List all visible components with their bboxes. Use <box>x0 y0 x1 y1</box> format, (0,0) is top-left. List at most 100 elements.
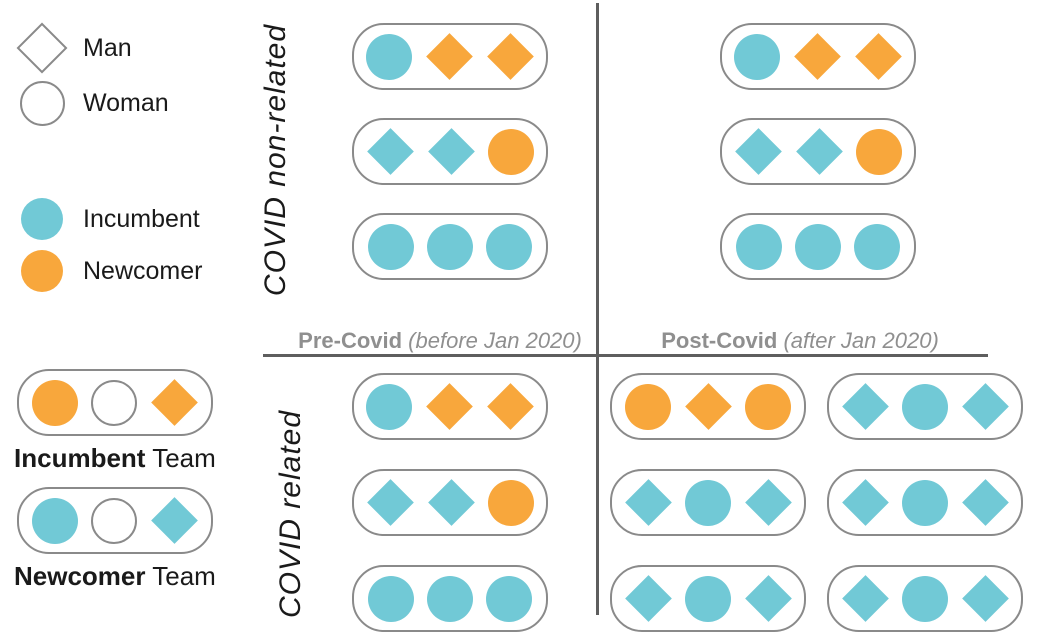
member-diamond-incumbent <box>150 497 198 545</box>
team-pill <box>610 373 806 440</box>
newcomer-icon-cell <box>14 250 70 292</box>
pre-covid-sublabel: (before Jan 2020) <box>402 328 582 353</box>
diamond-glyph <box>150 497 198 544</box>
diamond-glyph <box>795 128 843 175</box>
diamond-glyph <box>841 479 889 526</box>
member-diamond-newcomer <box>486 383 534 431</box>
post-covid-sublabel: (after Jan 2020) <box>777 328 939 353</box>
diamond-glyph <box>961 575 1009 622</box>
team-pill <box>352 23 548 90</box>
newcomer-team-caption-rest: Team <box>145 561 216 591</box>
member-circle-newcomer <box>745 383 791 430</box>
member-circle-newcomer <box>488 128 534 175</box>
diamond-glyph <box>854 33 902 80</box>
member-diamond-incumbent <box>841 383 889 431</box>
diamond-glyph <box>744 575 792 622</box>
newcomer-team-caption: Newcomer Team <box>14 561 216 592</box>
diamond-glyph <box>841 383 889 430</box>
pre-covid-label: Pre-Covid <box>298 328 403 353</box>
member-diamond-incumbent <box>366 479 414 527</box>
member-circle-newcomer <box>856 128 902 175</box>
member-circle-newcomer <box>625 383 671 430</box>
col-label-post-covid: Post-Covid (after Jan 2020) <box>661 329 939 353</box>
diamond-glyph <box>150 379 198 426</box>
member-circle-incumbent <box>902 575 948 622</box>
woman-circle-icon <box>19 81 65 126</box>
member-circle-incumbent <box>854 223 900 270</box>
member-circle-newcomer <box>32 379 78 426</box>
member-circle-incumbent <box>368 223 414 270</box>
diamond-glyph <box>624 479 672 526</box>
team-pill <box>720 23 916 90</box>
diamond-glyph <box>427 479 475 526</box>
quadrant-covid-related-post <box>610 373 1023 632</box>
woman-icon-cell <box>14 81 70 126</box>
member-circle-incumbent <box>734 33 780 80</box>
team-pill <box>352 213 548 280</box>
member-diamond-newcomer <box>854 33 902 81</box>
legend-item-incumbent: Incumbent <box>14 198 202 240</box>
post-covid-label: Post-Covid <box>661 328 778 353</box>
legend-item-man: Man <box>14 22 169 74</box>
member-diamond-incumbent <box>841 575 889 623</box>
member-circle-incumbent <box>902 479 948 526</box>
member-circle-woman <box>91 379 137 426</box>
member-circle-incumbent <box>685 575 731 622</box>
incumbent-icon-cell <box>14 198 70 240</box>
diamond-glyph <box>961 383 1009 430</box>
member-circle-incumbent <box>366 383 412 430</box>
member-diamond-incumbent <box>734 128 782 176</box>
member-circle-incumbent <box>736 223 782 270</box>
member-diamond-incumbent <box>744 479 792 527</box>
man-diamond-icon <box>16 22 68 74</box>
member-circle-incumbent <box>902 383 948 430</box>
member-diamond-newcomer <box>150 379 198 427</box>
diamond-glyph <box>486 33 534 80</box>
team-pill <box>720 213 916 280</box>
member-diamond-newcomer <box>425 383 473 431</box>
diamond-glyph <box>734 128 782 175</box>
member-circle-incumbent <box>368 575 414 622</box>
member-diamond-newcomer <box>793 33 841 81</box>
team-pill <box>827 565 1023 632</box>
team-pill <box>352 565 548 632</box>
team-pill <box>610 469 806 536</box>
member-diamond-newcomer <box>425 33 473 81</box>
quadrant-covid-related-pre <box>352 373 548 632</box>
member-circle-incumbent <box>486 575 532 622</box>
incumbent-team-caption-rest: Team <box>145 443 216 473</box>
diamond-glyph <box>366 479 414 526</box>
diamond-glyph <box>684 383 732 430</box>
member-circle-incumbent <box>366 33 412 80</box>
diamond-glyph <box>961 479 1009 526</box>
member-circle-newcomer <box>488 479 534 526</box>
member-circle-incumbent <box>685 479 731 526</box>
legend-roles: Incumbent Newcomer <box>14 198 202 302</box>
incumbent-team-caption: Incumbent Team <box>14 443 216 474</box>
newcomer-team-caption-bold: Newcomer <box>14 561 146 591</box>
row-label-covid-related: COVID related <box>274 409 307 619</box>
diamond-glyph <box>425 383 473 430</box>
legend-label-incumbent: Incumbent <box>83 204 200 233</box>
member-circle-incumbent <box>795 223 841 270</box>
team-pill <box>720 118 916 185</box>
newcomer-circle-icon <box>21 250 63 292</box>
member-diamond-newcomer <box>684 383 732 431</box>
member-diamond-newcomer <box>486 33 534 81</box>
diamond-glyph <box>624 575 672 622</box>
newcomer-team-example-pill <box>17 487 213 554</box>
incumbent-circle-icon <box>21 198 63 240</box>
diamond-glyph <box>425 33 473 80</box>
member-diamond-incumbent <box>961 575 1009 623</box>
legend-item-newcomer: Newcomer <box>14 250 202 292</box>
incumbent-team-example-pill <box>17 369 213 436</box>
team-pill <box>827 373 1023 440</box>
member-diamond-incumbent <box>624 479 672 527</box>
team-pill <box>352 118 548 185</box>
member-diamond-incumbent <box>841 479 889 527</box>
diamond-glyph <box>486 383 534 430</box>
row-label-covid-non-related: COVID non-related <box>259 23 292 297</box>
diamond-glyph <box>744 479 792 526</box>
member-diamond-incumbent <box>427 128 475 176</box>
